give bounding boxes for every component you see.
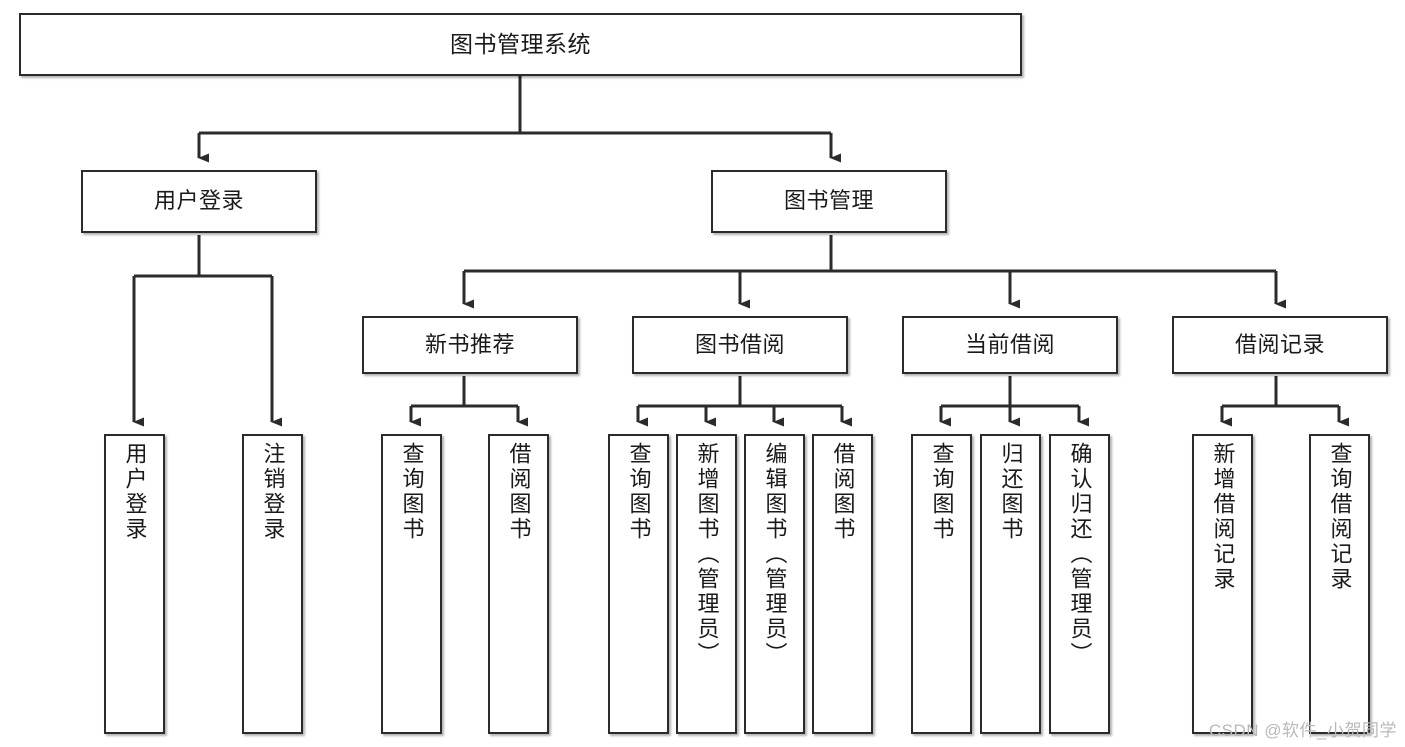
node-label: 新书推荐 — [424, 331, 515, 357]
node-label: 用户登录 — [122, 442, 148, 542]
node-leaf-query-book-2[interactable]: 查询图书 — [608, 434, 669, 734]
node-leaf-edit-book[interactable]: 编辑图书（管理员） — [744, 434, 805, 734]
node-label: 图书管理系统 — [450, 31, 591, 58]
node-label: 当前借阅 — [964, 331, 1055, 357]
node-leaf-return-book[interactable]: 归还图书 — [980, 434, 1041, 734]
node-leaf-logout-login[interactable]: 注销登录 — [242, 434, 303, 734]
node-label: 借阅记录 — [1234, 331, 1325, 357]
node-label: 新增借阅记录 — [1210, 442, 1236, 592]
node-leaf-borrow-book-1[interactable]: 借阅图书 — [488, 434, 549, 734]
node-leaf-add-book[interactable]: 新增图书（管理员） — [676, 434, 737, 734]
node-leaf-user-login[interactable]: 用户登录 — [104, 434, 165, 734]
node-leaf-confirm-return[interactable]: 确认归还（管理员） — [1049, 434, 1110, 734]
node-label: 新增图书（管理员） — [694, 442, 720, 667]
node-new-book-recommend[interactable]: 新书推荐 — [362, 316, 578, 374]
node-label: 编辑图书（管理员） — [762, 442, 788, 667]
node-leaf-query-book-1[interactable]: 查询图书 — [381, 434, 442, 734]
node-label: 图书借阅 — [694, 331, 785, 357]
node-book-borrow[interactable]: 图书借阅 — [632, 316, 848, 374]
node-label: 查询图书 — [929, 442, 955, 542]
node-label: 借阅图书 — [830, 442, 856, 542]
node-root-book-management-system[interactable]: 图书管理系统 — [19, 13, 1022, 76]
node-label: 归还图书 — [998, 442, 1024, 542]
node-label: 图书管理 — [783, 188, 874, 214]
node-label: 查询借阅记录 — [1327, 442, 1353, 592]
node-label: 注销登录 — [260, 442, 286, 542]
node-leaf-borrow-book-2[interactable]: 借阅图书 — [812, 434, 873, 734]
node-current-borrow[interactable]: 当前借阅 — [902, 316, 1118, 374]
node-label: 查询图书 — [626, 442, 652, 542]
node-borrow-record[interactable]: 借阅记录 — [1172, 316, 1388, 374]
node-leaf-query-book-3[interactable]: 查询图书 — [911, 434, 972, 734]
node-label: 用户登录 — [153, 188, 244, 214]
node-leaf-add-record[interactable]: 新增借阅记录 — [1192, 434, 1253, 734]
node-book-management[interactable]: 图书管理 — [711, 170, 947, 233]
csdn-watermark: CSDN @软件_小贺同学 — [1208, 721, 1397, 740]
node-leaf-query-record[interactable]: 查询借阅记录 — [1309, 434, 1370, 734]
node-user-login[interactable]: 用户登录 — [81, 170, 317, 233]
node-label: 借阅图书 — [506, 442, 532, 542]
node-label: 查询图书 — [399, 442, 425, 542]
node-label: 确认归还（管理员） — [1067, 442, 1093, 667]
